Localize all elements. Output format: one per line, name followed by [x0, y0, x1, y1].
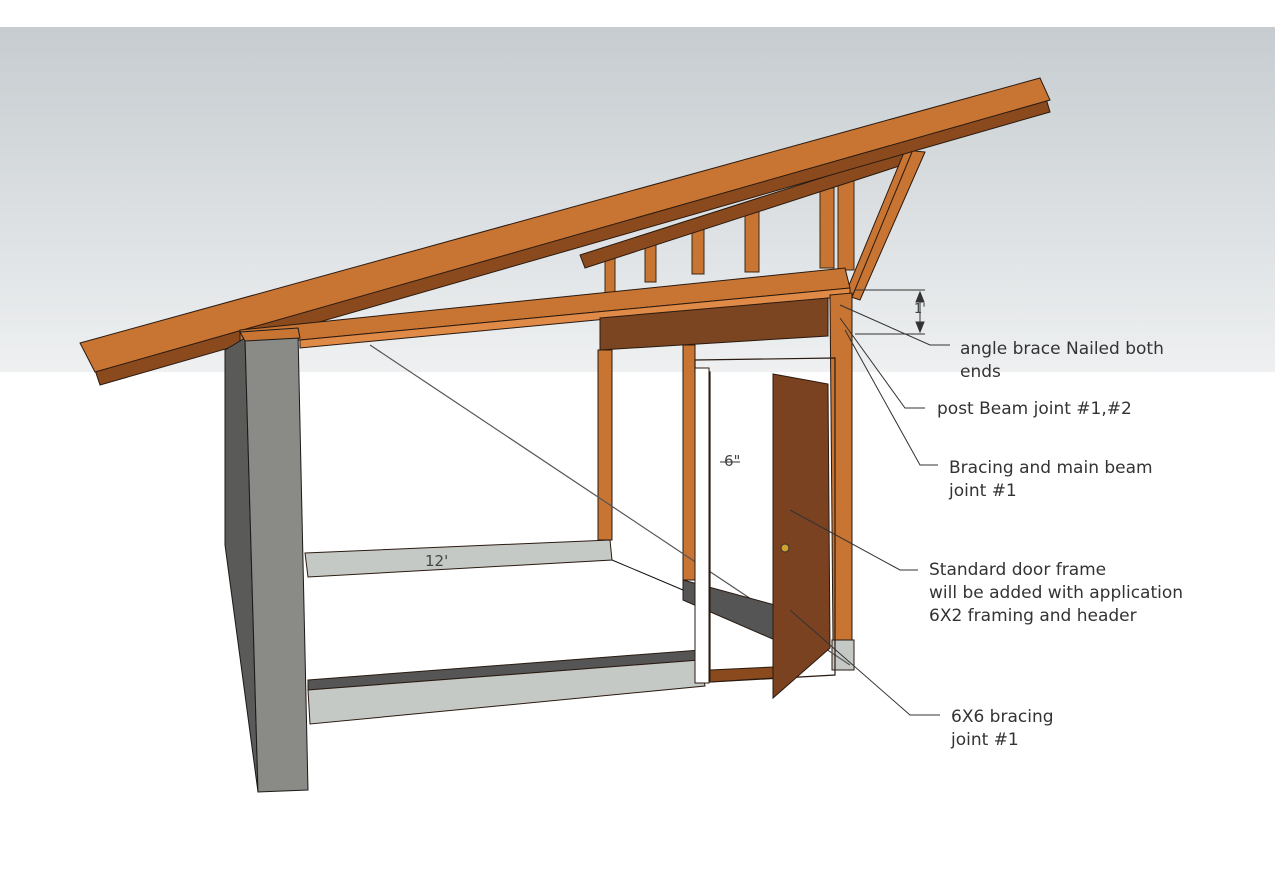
- ground-beam-front: [307, 659, 706, 725]
- annotation-line: post Beam joint #1,#2: [937, 399, 1132, 419]
- annotation-door-frame: Standard door frame will be added with a…: [929, 559, 1183, 628]
- threshold: [709, 666, 774, 683]
- annotation-bracing-main-beam: Bracing and main beam joint #1: [949, 457, 1153, 503]
- door: [772, 373, 831, 700]
- annotation-line: ends: [960, 362, 1001, 382]
- rise-dimension-label: 1': [914, 302, 926, 317]
- annotation-line: Bracing and main beam: [949, 458, 1153, 478]
- main-rafter: [79, 77, 1051, 373]
- corner-post: [829, 292, 853, 643]
- annotation-post-beam: post Beam joint #1,#2: [937, 398, 1132, 421]
- back-wall-studs: [604, 179, 855, 321]
- door-jamb: [694, 367, 710, 684]
- back-post: [597, 349, 613, 541]
- angle-brace: [844, 149, 926, 301]
- length-dimension-label: 12': [425, 552, 449, 570]
- annotation-line: will be added with application: [929, 583, 1184, 603]
- annotation-6x6-bracing: 6X6 bracing joint #1: [951, 706, 1054, 752]
- door-header: [599, 297, 829, 351]
- annotation-line: joint #1: [949, 481, 1017, 501]
- annotation-line: angle brace Nailed both: [960, 339, 1164, 359]
- door-gap-dimension-label: 6": [724, 452, 741, 470]
- left-post-cap: [239, 327, 301, 342]
- annotation-line: 6X2 framing and header: [929, 606, 1137, 626]
- door-post-left: [682, 344, 696, 581]
- ground-beam-back: [304, 539, 613, 578]
- corner-post-base: [831, 639, 855, 671]
- annotation-line: joint #1: [951, 730, 1019, 750]
- annotation-angle-brace: angle brace Nailed both ends: [960, 338, 1164, 384]
- rise-dimension: [855, 289, 925, 335]
- leader-lines: [789, 304, 950, 716]
- annotation-line: Standard door frame: [929, 560, 1107, 580]
- annotation-line: 6X6 bracing: [951, 707, 1054, 727]
- door-knob: [780, 543, 790, 553]
